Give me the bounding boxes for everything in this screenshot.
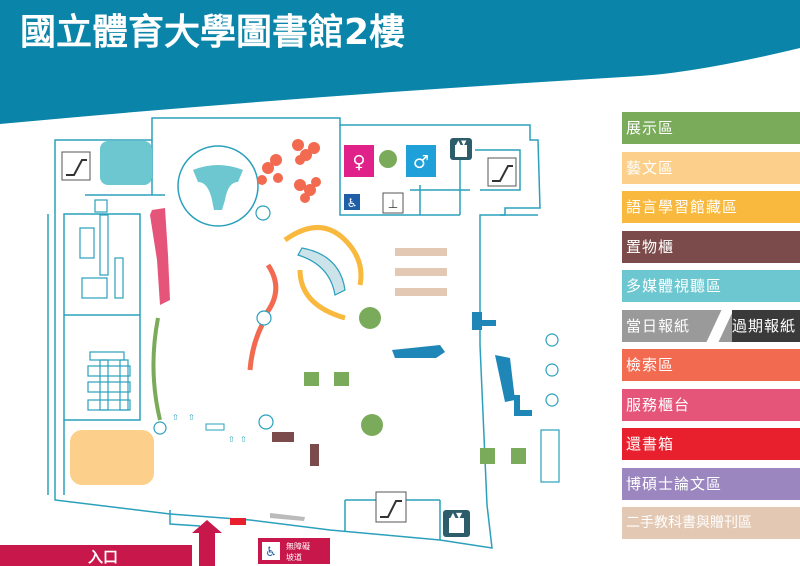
legend-language: 語言學習館藏區 (622, 191, 800, 223)
globe-icon (379, 150, 397, 168)
women-restroom-icon (344, 145, 374, 177)
legend-label: 藝文區 (626, 158, 675, 177)
left-shelves (79, 199, 131, 411)
legend: 展示區 藝文區 語言學習館藏區 置物櫃 多媒體視聽區 當日報紙 過期報紙 檢索區… (622, 112, 800, 547)
svg-text:♿: ♿ (265, 545, 277, 560)
secondhand-book-area (395, 248, 447, 296)
bench (205, 423, 225, 431)
svg-text:▲▼: ▲▼ (456, 139, 467, 147)
svg-text:⊥: ⊥ (388, 197, 398, 211)
building-walls (47, 117, 541, 549)
svg-text:⇧: ⇧ (228, 435, 235, 444)
elevator-icon: ▲▼ (443, 510, 470, 537)
legend-secondhand: 二手教科書與贈刊區 (622, 507, 800, 539)
arts-area (70, 430, 154, 485)
legend-label-past: 過期報紙 (731, 309, 800, 342)
legend-label: 二手教科書與贈刊區 (626, 515, 752, 531)
legend-bookdrop: 還書箱 (622, 428, 800, 460)
right-seats (540, 333, 560, 483)
display-table (297, 247, 346, 296)
legend-divider (706, 309, 734, 342)
legend-label: 服務櫃台 (626, 395, 691, 414)
legend-service: 服務櫃台 (622, 388, 800, 421)
svg-text:⇧: ⇧ (188, 413, 195, 422)
legend-label: 展示區 (626, 119, 675, 137)
legend-thesis: 博碩士論文區 (622, 467, 800, 500)
legend-label: 語言學習館藏區 (626, 198, 739, 216)
exhibit-curve (151, 317, 162, 421)
service-counter (150, 208, 170, 305)
restroom-block: ♀ ♂ ♿ ⊥ (344, 145, 436, 214)
legend-exhibit: 展示區 (622, 112, 800, 144)
multimedia-furniture (392, 312, 532, 416)
svg-text:▲▼: ▲▼ (450, 511, 463, 520)
ramp-label-1: 無障礙 (286, 541, 310, 551)
escalator-icon (61, 151, 517, 523)
pillars (153, 205, 274, 435)
drinking-water-icon (382, 192, 404, 214)
svg-text:⇧: ⇧ (240, 435, 247, 444)
legend-label: 置物櫃 (626, 237, 675, 256)
legend-label: 檢索區 (626, 356, 675, 374)
multimedia-booth (177, 145, 259, 227)
entrance-label: 入口 (88, 548, 118, 566)
accessible-icon (344, 194, 360, 210)
newspaper-rack (270, 513, 305, 521)
header-banner (0, 0, 800, 124)
men-restroom-icon (406, 145, 436, 177)
entrance-marker: 入口 (0, 520, 222, 566)
legend-search: 檢索區 (622, 349, 800, 381)
search-desk-bottom (247, 323, 265, 371)
multimedia-area (100, 141, 152, 185)
book-drop (230, 518, 246, 525)
search-area (257, 139, 321, 203)
svg-text:♂: ♂ (413, 152, 429, 173)
language-shelf-bottom (297, 269, 346, 321)
elevator-icon: ▲▼ (450, 138, 472, 160)
legend-newspaper: 當日報紙 過期報紙 (622, 309, 800, 342)
path-markers: ⇧ ⇧ ⇧ ⇧ (172, 413, 247, 444)
language-shelf-top (283, 225, 364, 286)
legend-label: 還書箱 (626, 435, 675, 453)
locker-area (272, 432, 319, 466)
svg-text:♀: ♀ (352, 152, 365, 173)
ramp-label-2: 坡道 (286, 552, 302, 562)
legend-arts: 藝文區 (622, 151, 800, 184)
svg-text:⇧: ⇧ (172, 413, 179, 422)
legend-label-today: 當日報紙 (626, 316, 691, 335)
accessible-ramp: ♿ 無障礙 坡道 (258, 538, 330, 564)
search-desk-top (262, 263, 279, 317)
exhibit-area (304, 307, 526, 464)
page-title: 國立體育大學圖書館2樓 (20, 11, 405, 53)
legend-label: 博碩士論文區 (626, 474, 723, 493)
svg-text:♿: ♿ (347, 196, 358, 210)
legend-locker: 置物櫃 (622, 230, 800, 263)
legend-label: 多媒體視聽區 (626, 277, 723, 295)
legend-multimedia: 多媒體視聽區 (622, 270, 800, 302)
